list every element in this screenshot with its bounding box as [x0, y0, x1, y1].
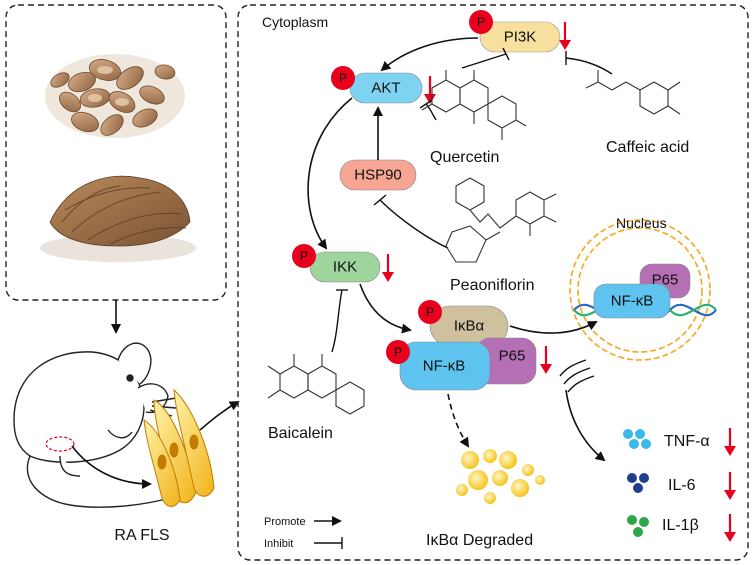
- ikba-nfkb-complex: IκBα P P65 NF-κB P: [386, 300, 537, 391]
- herb-slices-image: [45, 54, 185, 138]
- il1b-icon: [627, 515, 649, 537]
- nfkb-complex-node: [399, 341, 491, 391]
- inhibit-baicalein-ikk: [331, 289, 348, 353]
- ikba-phospho: [418, 300, 442, 324]
- fls-cells-image: [143, 388, 215, 507]
- nucleus-label: Nucleus: [616, 215, 667, 231]
- arrow-fls-to-cytoplasm: [199, 401, 240, 431]
- legend: Promote Inhibit: [264, 516, 343, 550]
- il6-icon: [627, 473, 649, 493]
- arrow-complex-to-nucleus: [509, 321, 598, 334]
- paw-inflammation-marker: [45, 436, 75, 452]
- quercetin-label: Quercetin: [430, 149, 499, 166]
- herb-roots-image: [40, 175, 196, 262]
- arrow-pi3k-to-akt: [380, 37, 479, 72]
- ikk-phospho: [292, 244, 316, 268]
- ikk-phospho-label: P: [300, 249, 308, 263]
- caffeic-acid-structure: [585, 70, 681, 115]
- inhibit-caffeic-pi3k: [565, 51, 613, 75]
- arrow-nucleus-to-cytokines: [565, 389, 606, 462]
- hsp90-label: HSP90: [354, 167, 402, 184]
- pi3k-phospho-label: P: [477, 15, 485, 29]
- nfkb-nucleus-node: [593, 283, 671, 319]
- tnf-label: TNF-α: [664, 433, 710, 450]
- peaoniflorin-label: Peaoniflorin: [450, 277, 535, 294]
- arrow-complex-to-degraded: [447, 393, 470, 448]
- tnf-down-arrow: [724, 428, 736, 456]
- inhibit-quercetin-pi3k: [461, 47, 510, 69]
- ra-fls-label: RA FLS: [114, 527, 169, 544]
- hsp90-node: HSP90: [339, 159, 417, 191]
- nfkb-down-arrow: [540, 346, 552, 374]
- caffeic-acid-label: Caffeic acid: [606, 139, 689, 156]
- ikba-phospho-label: P: [426, 305, 434, 319]
- arrow-mouse-to-fls: [71, 445, 152, 489]
- inhibit-peaoniflorin-hsp90: [373, 194, 449, 249]
- inhibit-quercetin-akt: [419, 99, 437, 121]
- transcription-lines: [559, 359, 595, 393]
- nfkb-phospho-label: P: [394, 345, 402, 359]
- degraded-label: IκBα Degraded: [426, 532, 533, 549]
- akt-down-arrow: [424, 76, 436, 104]
- akt-node: AKT P: [331, 66, 423, 104]
- akt-phospho-label: P: [339, 71, 347, 85]
- pi3k-label: PI3K: [504, 29, 537, 46]
- peaoniflorin-structure: [445, 177, 557, 263]
- pi3k-down-arrow: [559, 22, 571, 50]
- ikk-label: IKK: [333, 259, 357, 276]
- ikk-node: IKK P: [292, 244, 381, 283]
- akt-label: AKT: [371, 80, 400, 97]
- tnf-icon: [623, 429, 651, 449]
- legend-inhibit-label: Inhibit: [264, 538, 293, 550]
- ikba-label: IκBα: [454, 318, 485, 335]
- nfkb-nucleus-label: NF-κB: [611, 293, 654, 310]
- quercetin-structure: [421, 70, 527, 140]
- baicalein-label: Baicalein: [268, 425, 333, 442]
- ikk-down-arrow: [382, 254, 394, 282]
- arrow-akt-to-ikk: [307, 97, 353, 250]
- il6-down-arrow: [724, 472, 736, 500]
- nfkb-complex-label: NF-κB: [423, 358, 466, 375]
- pi3k-phospho: [469, 10, 493, 34]
- il6-label: IL-6: [668, 477, 696, 494]
- cytoplasm-panel: [237, 4, 749, 561]
- nfkb-phospho: [386, 340, 410, 364]
- baicalein-structure: [267, 354, 365, 415]
- legend-promote-label: Promote: [264, 516, 306, 528]
- p65-complex-label: P65: [499, 348, 526, 365]
- cytoplasm-label: Cytoplasm: [262, 14, 328, 30]
- mouse-illustration: [13, 342, 177, 508]
- il1b-down-arrow: [724, 514, 736, 542]
- il1b-label: IL-1β: [662, 517, 699, 534]
- pi3k-node: PI3K P: [469, 10, 561, 53]
- akt-phospho: [331, 66, 355, 90]
- degraded-particles: [456, 449, 545, 504]
- arrow-ikk-to-complex: [359, 283, 412, 334]
- nucleus: Nucleus P65 NF-κB: [569, 215, 717, 361]
